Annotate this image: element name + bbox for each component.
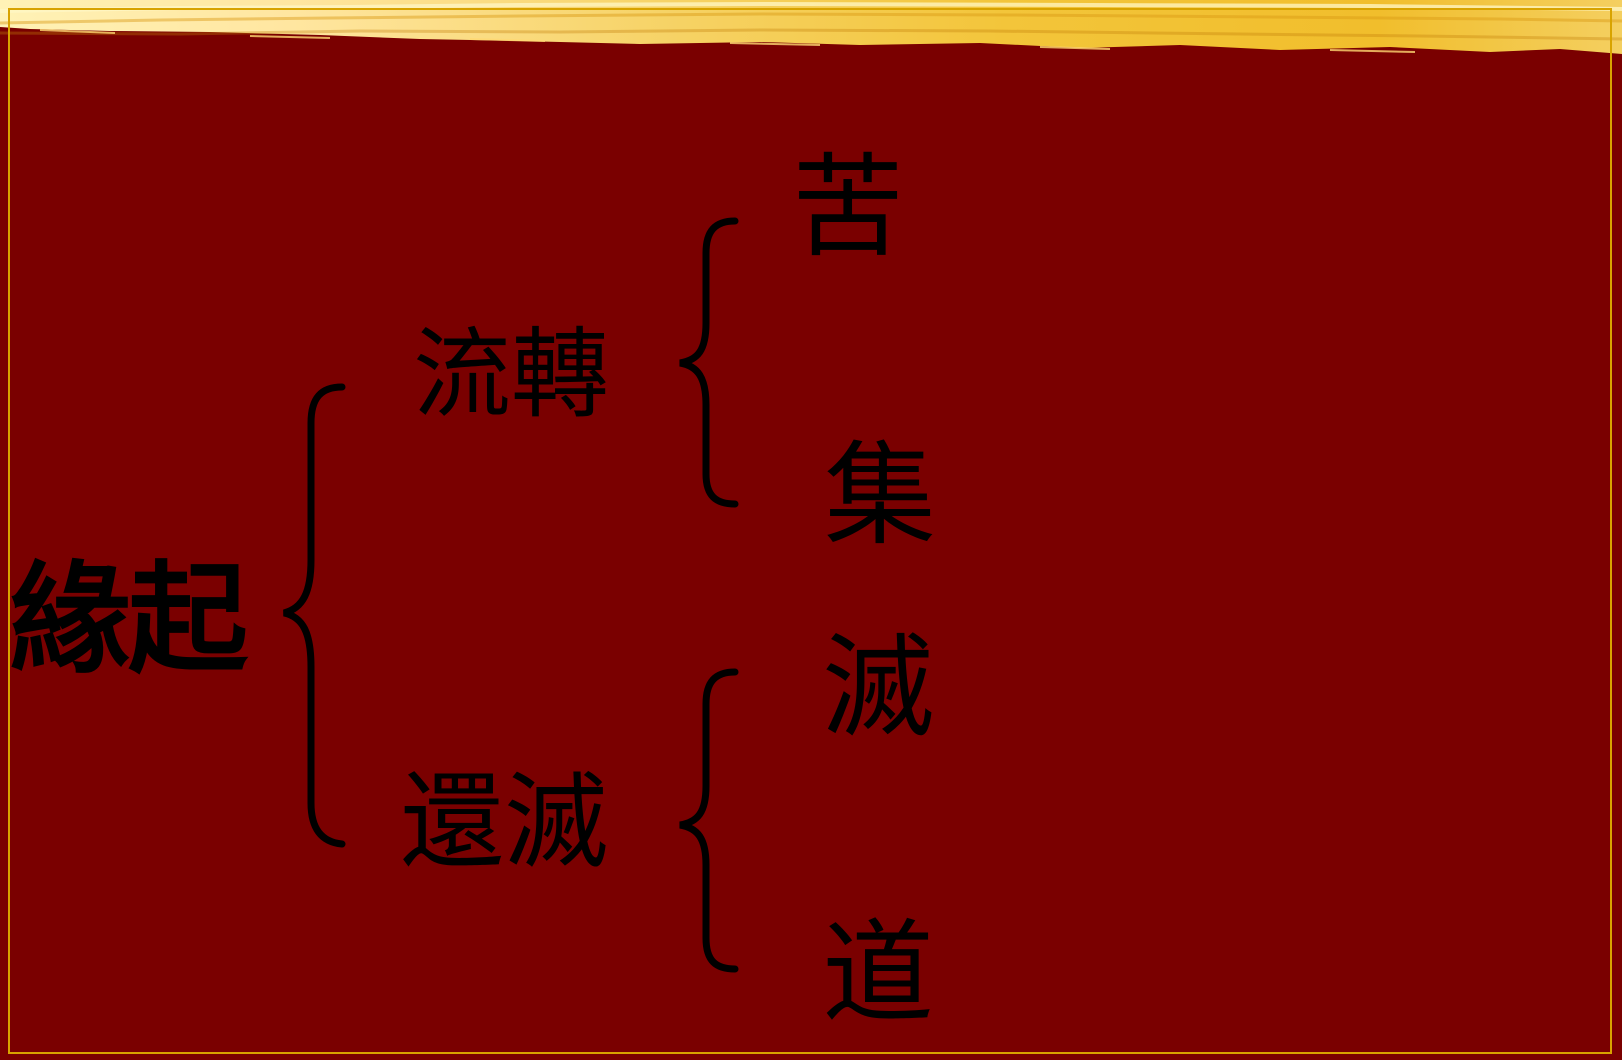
root-term: 緣起: [10, 549, 248, 690]
upper-bracket: [679, 217, 739, 508]
branch-label-liuzhuan: 流轉: [413, 318, 610, 432]
lower-bracket: [679, 668, 739, 973]
leaf-ku: 苦: [792, 143, 904, 273]
branch-label-huanmie: 還滅: [400, 761, 609, 883]
gold-brush-stroke: [0, 0, 1622, 54]
root-bracket: [282, 383, 346, 848]
leaf-ji: 集: [824, 431, 936, 561]
leaf-mie: 滅: [822, 623, 934, 753]
leaf-dao: 道: [822, 909, 934, 1039]
